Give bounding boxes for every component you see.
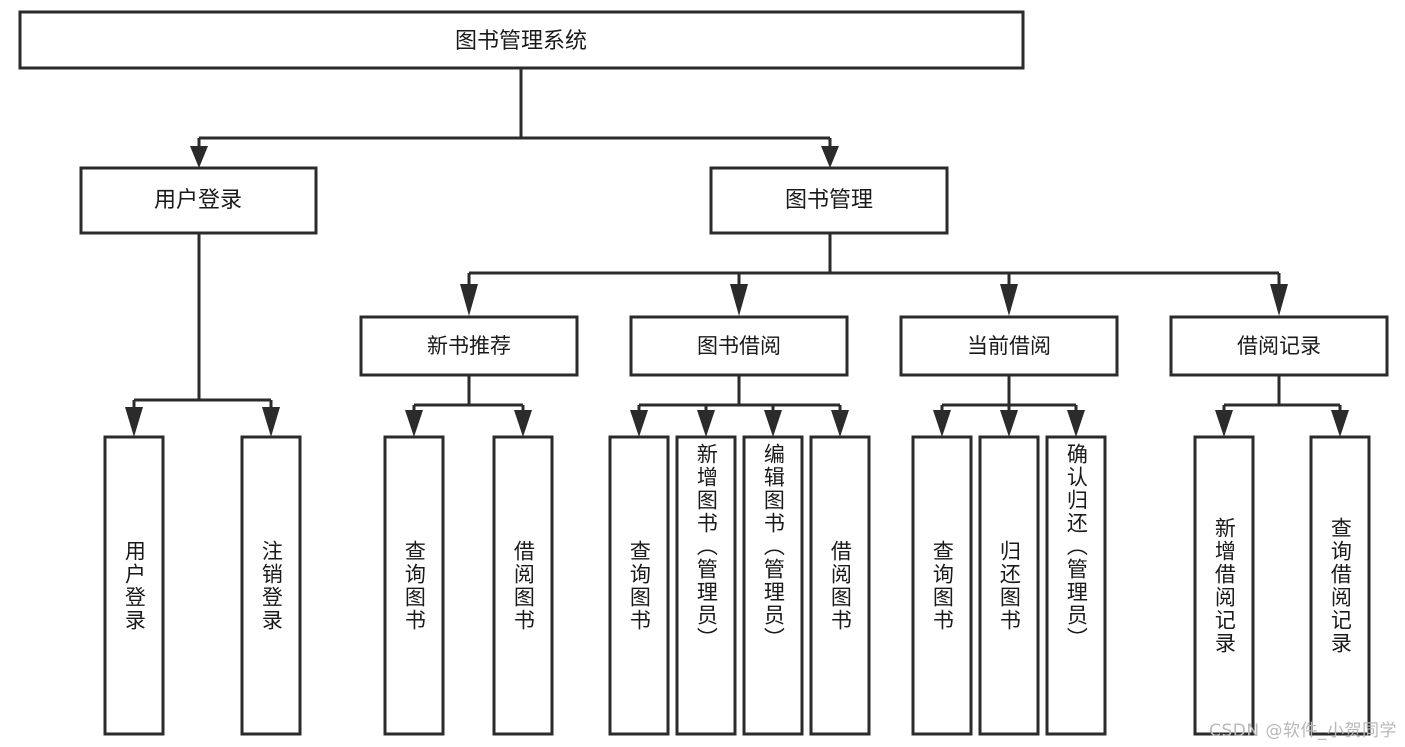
leaf-box-query-book-2[interactable]: [608, 435, 670, 736]
node-book-borrow[interactable]: 图书借阅: [629, 315, 849, 377]
node-book-borrow-label: 图书借阅: [697, 334, 781, 358]
arrow-head-leaf-borrow-book-1: [514, 410, 532, 437]
arrow-head-leaf-borrow-book-2: [831, 410, 849, 437]
node-borrow-record-box: [1169, 315, 1389, 377]
node-book-borrow-box: [629, 315, 849, 377]
leaf-box-edit-book[interactable]: [742, 435, 804, 736]
arrow-head-borrow-record: [1270, 284, 1288, 316]
arrow-head-new-book-rec: [460, 284, 478, 316]
leaf-box-query-book-3[interactable]: [911, 435, 973, 736]
node-new-book-recommend[interactable]: 新书推荐: [359, 315, 579, 377]
arrow-head-leaf-confirm-return: [1067, 410, 1085, 437]
node-user-login[interactable]: 用户登录: [79, 166, 318, 235]
node-current-borrow-label: 当前借阅: [967, 334, 1051, 358]
arrow-head-book-manage: [821, 146, 839, 168]
node-borrow-record-label: 借阅记录: [1237, 334, 1321, 358]
connector-group-bookmanage-to-level3: [460, 233, 1288, 316]
connector-group-newbook-leaves: [405, 375, 532, 437]
node-book-management-label: 图书管理: [785, 188, 873, 213]
arrow-head-leaf-add-book: [697, 410, 715, 437]
csdn-watermark: CSDN @软件_小贺同学: [1209, 721, 1397, 741]
leaf-box-borrow-book-2[interactable]: [809, 435, 871, 736]
connector-group-userlogin-leaves: [125, 233, 280, 437]
node-user-login-box: [79, 166, 318, 235]
node-current-borrow[interactable]: 当前借阅: [899, 315, 1119, 377]
node-new-book-recommend-box: [359, 315, 579, 377]
node-current-borrow-box: [899, 315, 1119, 377]
node-book-management[interactable]: 图书管理: [709, 166, 949, 235]
arrow-head-leaf-edit-book: [764, 410, 782, 437]
leaf-box-add-book[interactable]: [675, 435, 737, 736]
arrow-head-leaf-query-book-1: [405, 410, 423, 437]
arrow-head-leaf-query-book-2: [630, 410, 648, 437]
leaf-box-query-book-1[interactable]: [383, 435, 445, 736]
leaf-box-logout[interactable]: [240, 435, 302, 736]
node-book-management-box: [709, 166, 949, 235]
node-user-login-label: 用户登录: [154, 188, 242, 213]
arrow-head-leaf-query-book-3: [933, 410, 951, 437]
arrow-head-leaf-return-book: [1000, 410, 1018, 437]
leaf-box-return-book[interactable]: [978, 435, 1040, 736]
connector-group-currentborrow-leaves: [933, 375, 1085, 437]
leaf-box-user-login[interactable]: [103, 435, 165, 736]
arrow-head-leaf-query-record: [1331, 410, 1349, 437]
leaf-box-borrow-book-1[interactable]: [492, 435, 554, 736]
node-new-book-recommend-label: 新书推荐: [427, 334, 511, 358]
arrow-head-leaf-user-login: [125, 407, 143, 437]
connector-group-bookborrow-leaves: [630, 375, 849, 437]
node-root-box: [18, 10, 1025, 70]
leaf-box-confirm-return[interactable]: [1045, 435, 1107, 736]
arrow-head-user-login: [190, 146, 208, 168]
node-root-system[interactable]: 图书管理系统: [18, 10, 1025, 70]
arrow-head-leaf-logout: [262, 407, 280, 437]
arrow-head-book-borrow: [730, 284, 748, 316]
leaf-box-add-record[interactable]: [1193, 435, 1255, 736]
leaf-box-query-record[interactable]: [1309, 435, 1371, 736]
arrow-head-current-borrow: [1000, 284, 1018, 316]
node-root-label: 图书管理系统: [455, 29, 587, 54]
connector-group-borrowrecord-leaves: [1215, 375, 1349, 437]
arrow-head-leaf-add-record: [1215, 410, 1233, 437]
connector-group-root-to-level2: [190, 68, 839, 168]
node-borrow-record[interactable]: 借阅记录: [1169, 315, 1389, 377]
